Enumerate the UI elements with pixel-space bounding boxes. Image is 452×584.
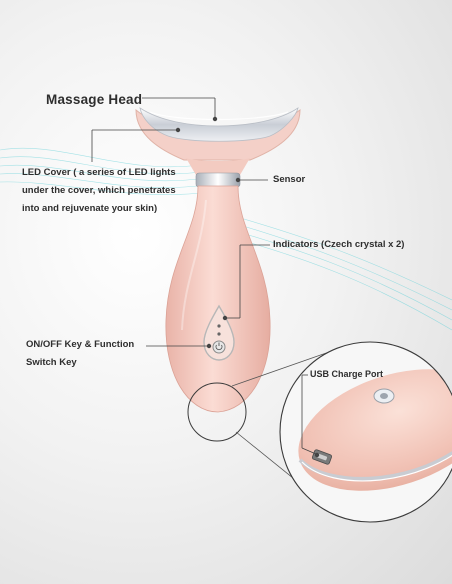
indicator-dot-2 bbox=[217, 332, 221, 336]
sensor-ring bbox=[195, 172, 241, 188]
label-sensor: Sensor bbox=[273, 174, 306, 185]
indicator-dot-1 bbox=[217, 324, 221, 328]
label-onoff-line-2: Switch Key bbox=[26, 357, 77, 368]
zoom-circle bbox=[279, 341, 452, 523]
label-led-cover-line-1: LED Cover ( a series of LED lights bbox=[22, 167, 176, 178]
zoom-source-circle bbox=[187, 382, 247, 442]
label-massage-head: Massage Head bbox=[46, 92, 143, 107]
label-led-cover-line-2: under the cover, which penetrates bbox=[22, 185, 176, 196]
device-body bbox=[165, 185, 271, 413]
label-onoff-line-1: ON/OFF Key & Function bbox=[26, 339, 135, 350]
zoomed-bottom-view bbox=[298, 369, 452, 491]
label-usb-charge-port: USB Charge Port bbox=[310, 369, 384, 379]
wave-lines bbox=[0, 147, 452, 331]
label-indicators: Indicators (Czech crystal x 2) bbox=[273, 239, 405, 250]
power-button-icon bbox=[212, 340, 226, 354]
label-led-cover-line-3: into and rejuvenate your skin) bbox=[22, 203, 158, 214]
